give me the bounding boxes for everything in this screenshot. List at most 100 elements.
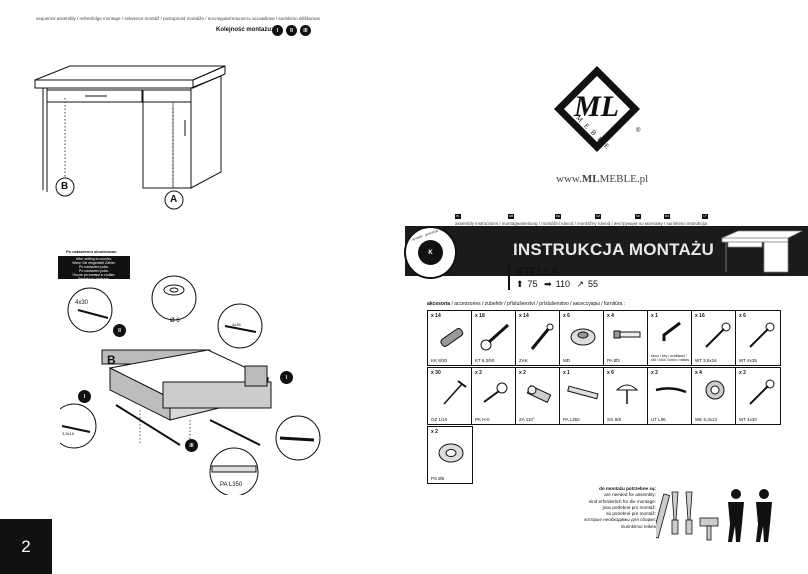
note-line: After setting to counter.	[76, 257, 112, 261]
tools-illustration	[656, 489, 772, 542]
accessory-label: ZA 110°	[519, 417, 535, 422]
accessory-cell: x 6 WT 4x35	[736, 311, 780, 365]
wood-screw-icon	[749, 322, 775, 348]
callout-3-5x16: 3,5x16	[62, 431, 75, 436]
tools-needed-title: do montażu potrzebne są:	[599, 486, 656, 491]
accessory-label: UT L96	[651, 417, 666, 422]
tools-needed-text: do montażu potrzebne są: are needed for …	[540, 486, 656, 530]
accessory-cell: x 30 GZ 1/10	[428, 368, 472, 424]
screwdriver-icon	[671, 491, 679, 521]
glide-icon	[615, 384, 639, 404]
assembly-instructions-line: assembly instructions / montageanleitung…	[455, 221, 708, 226]
accessory-label: PA L350	[563, 417, 580, 422]
flag-ru: RU	[664, 214, 670, 219]
note-box: After setting to counter. Wenn Sie einge…	[58, 256, 130, 281]
dim-height: 75	[527, 279, 538, 289]
accessories-row-2: x 30 GZ 1/10 x 2 PK H-0 x 2 ZA 110° x 1 …	[427, 367, 781, 425]
insert-nut-icon	[705, 380, 725, 400]
flag-sk: SK	[635, 214, 641, 219]
note-line: Pastatyus į čiobuvis.	[78, 277, 110, 281]
accessory-cell: x 4 PA Ø3	[604, 311, 648, 365]
brand-logo: ML MEBLE ®	[548, 60, 646, 158]
pin-icon	[613, 330, 641, 339]
product-name: STELLA	[516, 266, 559, 278]
accessory-label: PS Ø6	[431, 476, 445, 481]
seal-letter: K	[418, 240, 443, 265]
sequence-line: sequence assembly / reihenfolge montage …	[36, 16, 320, 21]
width-icon: ➡	[544, 279, 552, 289]
accessory-count: x 16	[695, 313, 705, 319]
accessories-heading: akcesoria / accessories / zubehör / přís…	[427, 301, 625, 307]
www-bold: ML	[581, 173, 600, 185]
dim-width: 110	[555, 279, 570, 289]
desk-thumbnail	[721, 230, 803, 273]
drawer-runner-icon	[567, 385, 599, 400]
accessory-count: x 1	[563, 370, 570, 376]
hex-key-icon	[662, 321, 681, 341]
registered-mark: ®	[636, 128, 641, 134]
accessory-count: x 2	[651, 370, 658, 376]
accessory-count: x 14	[431, 313, 441, 319]
accessory-label: WT 3,5x16	[695, 358, 717, 363]
ruler-icon	[656, 493, 671, 539]
accessory-count: x 6	[739, 313, 746, 319]
step-badge-2: II	[286, 25, 297, 36]
note-line: Wenn Sie eingestellt Zähler.	[72, 261, 116, 265]
accessory-cell: x 14 ZAK	[516, 311, 560, 365]
callout-circles	[55, 177, 184, 210]
instructions-title: INSTRUKCJA MONTAŻU	[513, 240, 714, 259]
label-b: B	[61, 181, 69, 192]
flag-de: DE	[555, 214, 561, 219]
hinge-icon	[526, 385, 552, 403]
accessory-count: x 18	[475, 313, 485, 319]
accessory-label: WT 4x35	[739, 358, 757, 363]
accessory-label: WE 6,3x13	[695, 417, 718, 422]
people-icon	[728, 489, 772, 542]
label-b-drawer: B	[107, 353, 116, 367]
flag-pl: PL	[455, 214, 461, 219]
page-number: 2	[0, 519, 52, 574]
accessory-label: SG 8/8	[607, 417, 622, 422]
title-divider	[508, 264, 510, 290]
step-marker-ii: II	[113, 324, 126, 337]
desk-diagram	[34, 65, 226, 192]
accessory-label: MD	[563, 358, 570, 363]
accessory-label: KK 8/30	[431, 358, 448, 363]
screwdriver-icon-2	[685, 491, 693, 521]
label-a: A	[170, 194, 178, 205]
accessory-count: x 1	[651, 313, 658, 319]
accessory-cell: x 6 MD	[560, 311, 604, 365]
accessory-cell: x 14 KK 8/30	[428, 311, 472, 365]
cover-cap-icon	[438, 443, 464, 463]
step-marker-i-left: I	[78, 390, 91, 403]
note-line: Po nastavení pultu.	[79, 269, 109, 273]
www-prefix: www.	[556, 173, 582, 185]
www-suffix: MEBLE.pl	[599, 173, 649, 185]
dowel-icon	[440, 327, 464, 347]
callout-4x30: 4x30	[75, 300, 89, 306]
accessory-cell: x 16 WT 3,5x16	[692, 311, 736, 365]
order-label: Kolejność montażu:	[216, 27, 274, 33]
callout-pa-l350: PA L350	[220, 482, 243, 488]
website-url[interactable]: www.MLMEBLE.pl	[556, 173, 648, 185]
depth-icon: ↗	[576, 279, 585, 289]
step-marker-i-right: I	[280, 371, 293, 384]
accessory-label: PK H-0	[475, 417, 490, 422]
drawer-assembly-diagram	[60, 275, 321, 495]
note-line: После установки в стойке.	[72, 273, 116, 277]
callout-4x35: 4x35	[232, 322, 241, 327]
nail-icon	[443, 380, 467, 405]
accessory-count: x 2	[431, 429, 438, 435]
wood-screw-icon	[749, 379, 775, 405]
note-line: Po nastavení pultu.	[79, 265, 109, 269]
quality-seal: K sprawdź · gwarancja · jakości	[404, 224, 457, 279]
accessory-cell: x 1 PA L350	[560, 368, 604, 424]
ml-logo-icon	[554, 66, 640, 152]
step-badge-1: I	[272, 25, 283, 36]
logo-letters: ML	[574, 90, 619, 123]
accessory-label: WT 4x30	[739, 417, 757, 422]
cam-lock-icon	[570, 328, 596, 346]
accessory-count: x 2	[519, 370, 526, 376]
accessory-count: x 4	[695, 370, 702, 376]
step-marker-iii: III	[185, 439, 198, 452]
